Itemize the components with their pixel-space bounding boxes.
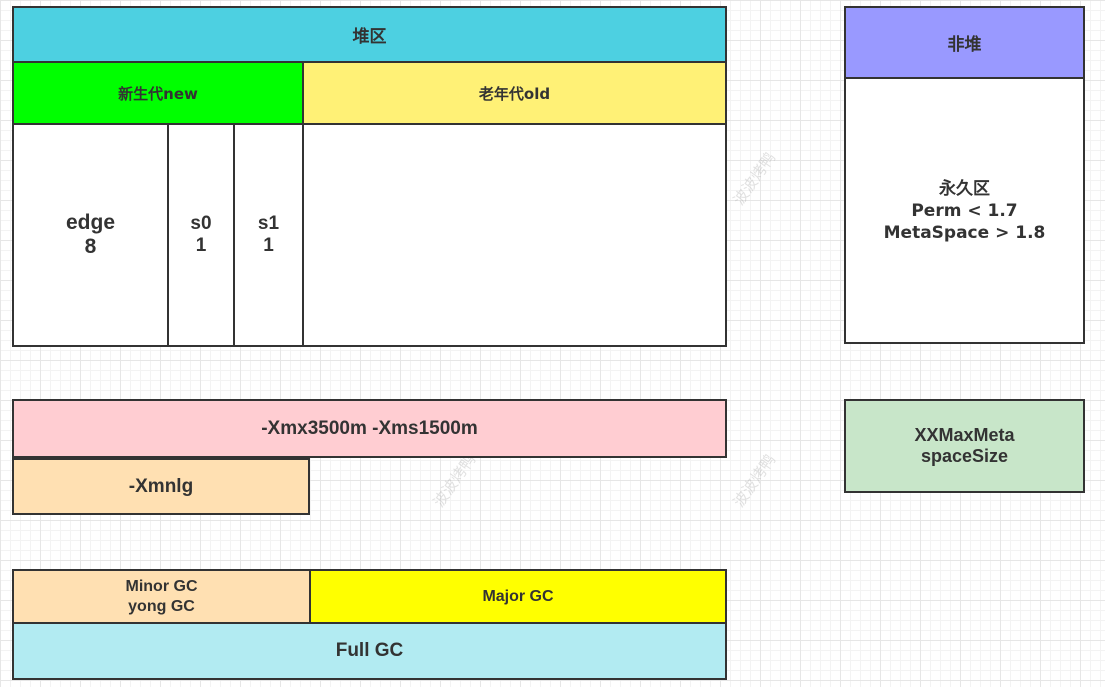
metaspace-param: XXMaxMeta spaceSize: [844, 399, 1085, 493]
young-gen-label: 新生代new: [12, 61, 304, 125]
survivor-s0: s0 1: [167, 123, 235, 347]
xmn-param: -Xmnlg: [12, 458, 310, 515]
survivor-s1: s1 1: [233, 123, 304, 347]
minor-gc: Minor GC yong GC: [12, 569, 311, 624]
watermark-text: 波波烤鸭: [429, 451, 480, 511]
heap-header: 堆区: [12, 6, 727, 63]
major-gc: Major GC: [309, 569, 727, 624]
watermark-text: 波波烤鸭: [729, 149, 780, 209]
watermark-text: 波波烤鸭: [729, 451, 780, 511]
full-gc: Full GC: [12, 622, 727, 680]
nonheap-header: 非堆: [844, 6, 1085, 79]
old-gen-label: 老年代old: [302, 61, 727, 125]
eden-space: edge 8: [12, 123, 169, 347]
old-gen-space: [302, 123, 727, 347]
permanent-space: 永久区 Perm < 1.7 MetaSpace > 1.8: [844, 77, 1085, 344]
xmx-xms-param: -Xmx3500m -Xms1500m: [12, 399, 727, 458]
